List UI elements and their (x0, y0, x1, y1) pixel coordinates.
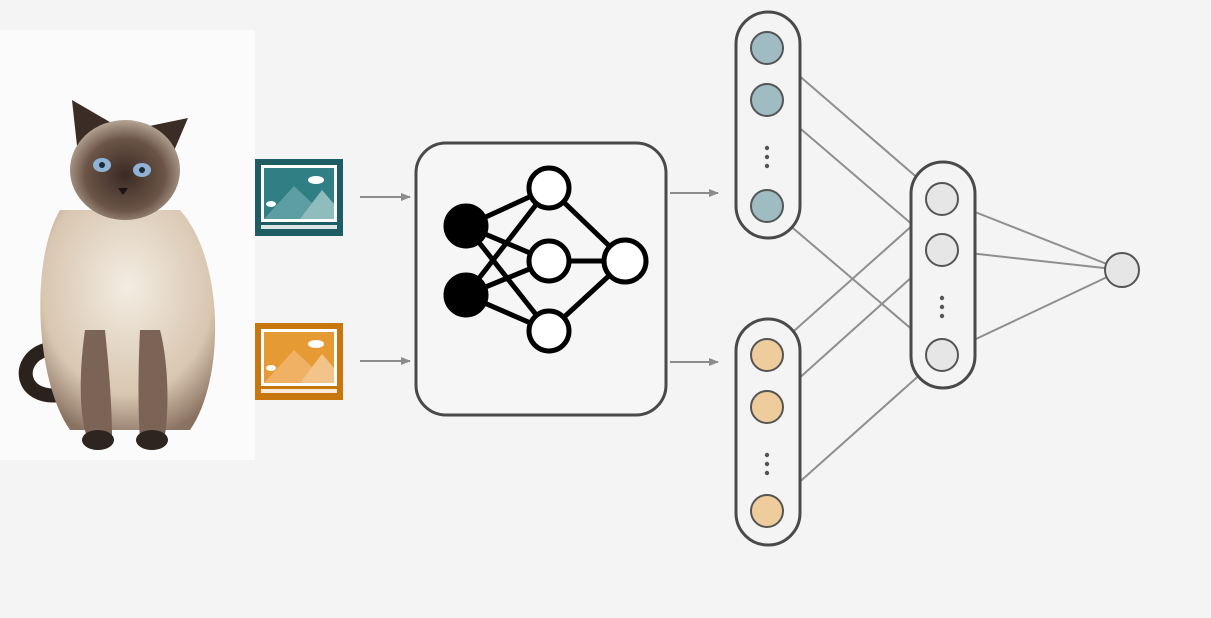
hidden-node (925, 182, 959, 216)
embedding-group-2 (734, 317, 802, 547)
ellipsis-dots (764, 145, 770, 169)
embedding-node (750, 83, 784, 117)
hidden-layer (909, 160, 977, 390)
input-image-icon-1 (255, 159, 343, 236)
hidden-node (925, 338, 959, 372)
input-image-icon-2 (255, 323, 343, 400)
embedding-group-1 (734, 10, 802, 240)
hidden-node (925, 233, 959, 267)
ellipsis-dots (939, 295, 945, 319)
embedding-node (750, 390, 784, 424)
embedding-node (750, 31, 784, 65)
cat-photo (0, 30, 255, 460)
embedding-node (750, 189, 784, 223)
embedding-node (750, 338, 784, 372)
embedding-node (750, 494, 784, 528)
ellipsis-dots (764, 452, 770, 476)
output-node (1104, 252, 1140, 288)
model-box (414, 141, 668, 417)
neural-network-icon (443, 165, 649, 354)
